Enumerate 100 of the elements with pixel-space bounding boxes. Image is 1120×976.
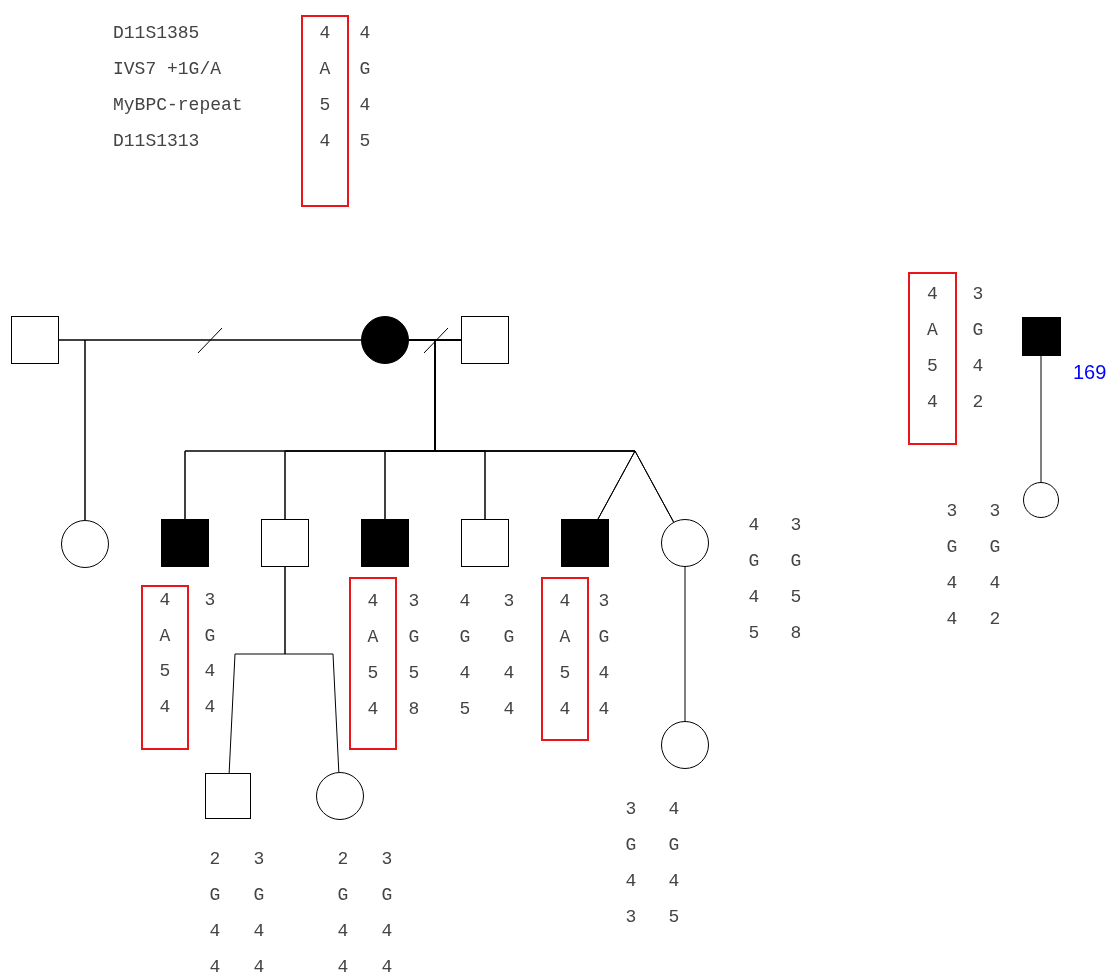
allele-value: G xyxy=(336,884,350,907)
pedigree-line xyxy=(1040,355,1042,483)
allele-value: 4 xyxy=(597,698,611,721)
allele-value: G xyxy=(358,58,372,81)
allele-value: G xyxy=(988,536,1002,559)
allele-value: 5 xyxy=(366,662,380,685)
haplotype-box xyxy=(908,272,957,445)
marker-name: D11S1385 xyxy=(113,22,200,45)
allele-value: 4 xyxy=(971,355,985,378)
allele-value: 4 xyxy=(252,956,266,976)
allele-value: G xyxy=(203,624,217,648)
affected-male-symbol xyxy=(561,519,609,567)
male-symbol xyxy=(261,519,309,567)
allele-value: 3 xyxy=(945,500,959,523)
allele-value: A xyxy=(366,626,380,649)
affected-male-symbol xyxy=(361,519,409,567)
allele-value: 5 xyxy=(358,130,372,153)
allele-value: 5 xyxy=(558,662,572,685)
male-symbol xyxy=(205,773,251,819)
allele-value: 8 xyxy=(407,698,421,721)
individual-number: 169 xyxy=(1073,360,1107,384)
allele-value: 4 xyxy=(667,870,681,893)
allele-value: G xyxy=(789,550,803,573)
allele-value: 3 xyxy=(597,590,611,613)
haplotype-box xyxy=(301,15,349,207)
allele-value: 4 xyxy=(208,956,222,976)
allele-value: A xyxy=(158,624,172,648)
affected-male-symbol xyxy=(161,519,209,567)
allele-value: 3 xyxy=(624,906,638,929)
allele-value: G xyxy=(971,319,985,342)
allele-value: 4 xyxy=(380,956,394,976)
female-symbol xyxy=(316,772,364,820)
allele-value: 4 xyxy=(624,870,638,893)
allele-value: 3 xyxy=(988,500,1002,523)
allele-value: 4 xyxy=(318,22,332,45)
allele-value: 4 xyxy=(458,662,472,685)
allele-value: 2 xyxy=(971,391,985,414)
allele-value: 4 xyxy=(747,586,761,609)
allele-value: 5 xyxy=(789,586,803,609)
allele-value: 4 xyxy=(558,590,572,613)
marker-name: IVS7 +1G/A xyxy=(113,58,222,81)
allele-value: G xyxy=(945,536,959,559)
haplotype-box xyxy=(541,577,589,741)
allele-value: 3 xyxy=(624,798,638,821)
allele-value: 4 xyxy=(336,956,350,976)
allele-value: 3 xyxy=(502,590,516,613)
allele-value: 4 xyxy=(203,660,217,684)
female-symbol xyxy=(661,721,709,769)
affected-male-symbol xyxy=(1021,316,1061,356)
female-symbol xyxy=(661,519,709,567)
allele-value: 4 xyxy=(336,920,350,943)
allele-value: 4 xyxy=(358,94,372,117)
allele-value: G xyxy=(747,550,761,573)
allele-value: 4 xyxy=(945,608,959,631)
allele-value: G xyxy=(407,626,421,649)
allele-value: 4 xyxy=(158,589,172,612)
pedigree-line xyxy=(684,566,686,722)
female-symbol xyxy=(61,520,109,568)
allele-value: 4 xyxy=(945,572,959,595)
allele-value: 4 xyxy=(667,798,681,821)
allele-value: 4 xyxy=(203,696,217,720)
allele-value: G xyxy=(252,884,266,907)
allele-value: A xyxy=(926,319,939,342)
male-symbol xyxy=(461,316,509,364)
marker-name: D11S1313 xyxy=(113,130,200,153)
allele-value: 4 xyxy=(747,514,761,537)
pedigree-line xyxy=(84,339,362,521)
allele-value: 5 xyxy=(926,355,939,378)
allele-value: 4 xyxy=(252,920,266,943)
marker-name: MyBPC-repeat xyxy=(113,94,243,117)
allele-value: G xyxy=(380,884,394,907)
allele-value: 4 xyxy=(926,391,939,414)
allele-value: 4 xyxy=(366,698,380,721)
allele-value: 4 xyxy=(558,698,572,721)
allele-value: 4 xyxy=(926,283,939,306)
allele-value: 4 xyxy=(358,22,372,45)
allele-value: 4 xyxy=(318,130,332,153)
allele-value: G xyxy=(624,834,638,857)
allele-value: 3 xyxy=(407,590,421,613)
allele-value: A xyxy=(558,626,572,649)
allele-value: 2 xyxy=(988,608,1002,631)
affected-female-symbol xyxy=(361,316,409,364)
allele-value: 5 xyxy=(158,660,172,684)
male-symbol xyxy=(11,316,59,364)
female-symbol xyxy=(1023,482,1059,518)
allele-value: 4 xyxy=(366,590,380,613)
allele-value: G xyxy=(667,834,681,857)
allele-value: 5 xyxy=(667,906,681,929)
allele-value: 2 xyxy=(208,848,222,871)
allele-value: A xyxy=(318,58,332,81)
male-symbol xyxy=(461,519,509,567)
allele-value: 4 xyxy=(988,572,1002,595)
allele-value: 4 xyxy=(502,698,516,721)
allele-value: G xyxy=(502,626,516,649)
haplotype-box xyxy=(349,577,397,750)
allele-value: 2 xyxy=(336,848,350,871)
allele-value: 4 xyxy=(208,920,222,943)
allele-value: 3 xyxy=(380,848,394,871)
pedigree-line xyxy=(284,566,340,773)
allele-value: 4 xyxy=(502,662,516,685)
